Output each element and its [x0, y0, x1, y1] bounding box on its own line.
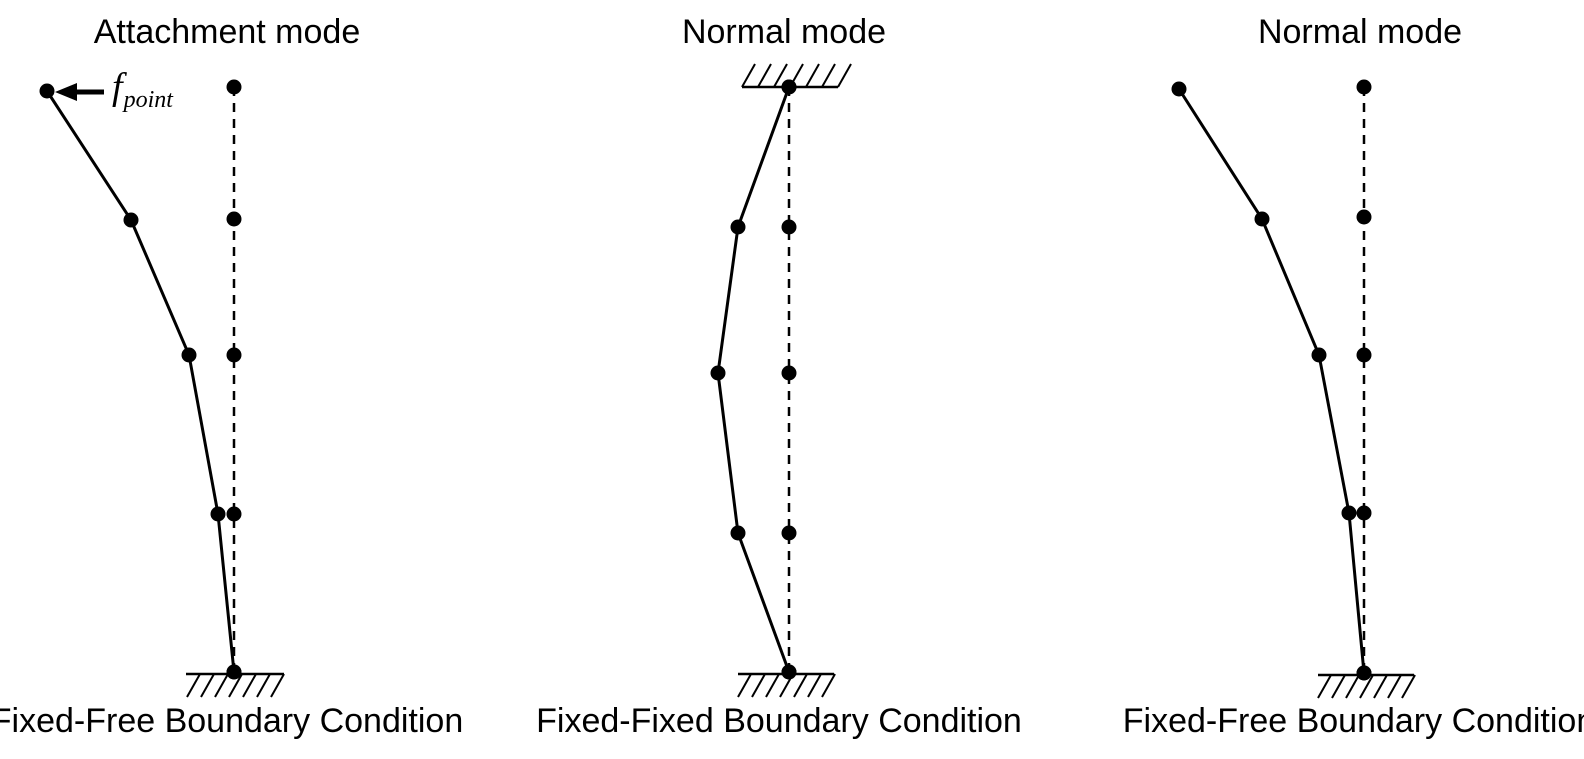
support-hatch-line — [765, 673, 780, 698]
deformed-node-dot — [781, 79, 797, 95]
undeformed-node-dot — [781, 365, 797, 381]
deformed-node-dot — [1341, 505, 1357, 521]
undeformed-node-dot — [1356, 505, 1372, 521]
support-hatch-line — [821, 63, 836, 88]
support-hatch-line — [805, 63, 820, 88]
support-hatch-line — [837, 63, 852, 88]
force-arrow-head — [55, 83, 77, 101]
force-subscript: point — [123, 87, 173, 113]
deformed-node-dot — [1171, 81, 1187, 97]
support-hatch-line — [186, 673, 201, 698]
support-hatch-line — [793, 673, 808, 698]
undeformed-node-dot — [781, 525, 797, 541]
support-hatch-line — [1359, 674, 1374, 699]
support-hatch-line — [270, 673, 285, 698]
deformed-node-dot — [181, 347, 197, 363]
deformed-node-dot — [1311, 347, 1327, 363]
undeformed-node-dot — [1356, 209, 1372, 225]
deformed-node-dot — [1356, 665, 1372, 681]
deformed-node-dot — [39, 83, 55, 99]
deformed-node-dot — [710, 365, 726, 381]
support-hatch-line — [737, 673, 752, 698]
panel-1-caption: Fixed-Free Boundary Condition — [0, 702, 464, 740]
support-hatch-line — [807, 673, 822, 698]
undeformed-node-dot — [1356, 347, 1372, 363]
support-hatch-line — [1317, 674, 1332, 699]
deformed-shape-line — [1177, 88, 1366, 674]
undeformed-node-dot — [781, 219, 797, 235]
undeformed-node-dot — [226, 347, 242, 363]
undeformed-node-dot — [226, 79, 242, 95]
support-hatch-line — [200, 673, 215, 698]
support-hatch-line — [821, 673, 836, 698]
support-hatch-line — [751, 673, 766, 698]
support-hatch-line — [1401, 674, 1416, 699]
panel-2-title: Normal mode — [681, 13, 887, 51]
deformed-node-dot — [730, 219, 746, 235]
undeformed-node-dot — [226, 506, 242, 522]
panel-3-title: Normal mode — [1257, 13, 1463, 51]
panel-2-caption: Fixed-Fixed Boundary Condition — [536, 702, 1022, 740]
support-hatch-line — [1373, 674, 1388, 699]
support-hatch-line — [256, 673, 271, 698]
deformed-node-dot — [210, 506, 226, 522]
support-hatch-line — [242, 673, 257, 698]
support-hatch-line — [1387, 674, 1402, 699]
deformed-node-dot — [781, 664, 797, 680]
support-hatch-line — [741, 63, 756, 88]
support-hatch-line — [1345, 674, 1360, 699]
deformed-node-dot — [226, 664, 242, 680]
deformed-node-dot — [123, 212, 139, 228]
point-force-label: fpoint — [112, 66, 173, 112]
deformed-shape-line — [716, 86, 791, 673]
support-hatch-line — [773, 63, 788, 88]
panel-3-caption: Fixed-Free Boundary Condition — [1122, 702, 1584, 740]
force-symbol: f — [112, 66, 123, 108]
deformed-node-dot — [1254, 211, 1270, 227]
support-hatch-line — [228, 673, 243, 698]
panel-1-title: Attachment mode — [93, 13, 361, 51]
support-hatch-line — [1331, 674, 1346, 699]
deformed-shape-line — [45, 90, 236, 673]
undeformed-node-dot — [1356, 79, 1372, 95]
support-hatch-line — [757, 63, 772, 88]
deformed-node-dot — [730, 525, 746, 541]
support-hatch-line — [214, 673, 229, 698]
undeformed-node-dot — [226, 211, 242, 227]
